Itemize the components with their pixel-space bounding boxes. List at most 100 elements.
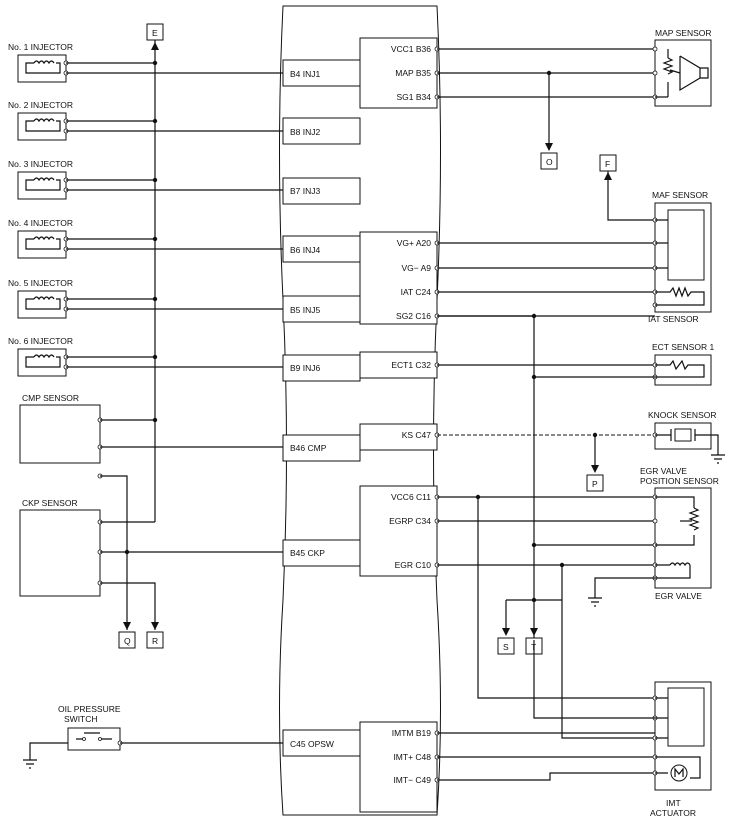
pin-label-opsw: C45 OPSW: [290, 739, 334, 749]
pin-label-imt-plus: IMT+ C48: [393, 752, 431, 762]
injector-2: No. 2 INJECTOR: [8, 100, 283, 141]
pin-box-cmp: [282, 434, 361, 462]
arrow-t: [530, 628, 538, 636]
connector-p-label: P: [592, 479, 598, 489]
oil-switch-label-1: OIL PRESSURE: [58, 704, 121, 714]
pin-label-vg-minus: VG− A9: [401, 263, 431, 273]
pin-box-inj6: [282, 354, 361, 382]
pin-box-ks: [359, 423, 438, 451]
pin-label-egr: EGR C10: [395, 560, 432, 570]
injector-3-label: No. 3 INJECTOR: [8, 159, 73, 169]
pin-label-inj1: B4 INJ1: [290, 69, 321, 79]
junction-o: [546, 70, 552, 76]
pin-box-opsw: [282, 729, 361, 757]
pin-box-egr: [359, 485, 438, 577]
pin-label-inj4: B6 INJ4: [290, 245, 321, 255]
injector-1-label: No. 1 INJECTOR: [8, 42, 73, 52]
map-sensor: MAP SENSOR: [434, 28, 712, 107]
junction-t: [531, 597, 537, 603]
wire-f: [607, 171, 655, 221]
connector-r-label: R: [152, 636, 158, 646]
cmp-sensor: CMP SENSOR: [19, 393, 283, 630]
pin-label-inj2: B8 INJ2: [290, 127, 321, 137]
injector-4-label: No. 4 INJECTOR: [8, 218, 73, 228]
junction-p: [592, 432, 598, 438]
pin-box-ect: [359, 351, 438, 379]
connector-q: [118, 631, 136, 649]
pin-box-map: [359, 37, 438, 109]
arrow-e: [151, 42, 159, 50]
connector-q-label: Q: [124, 636, 131, 646]
connector-r: [146, 631, 164, 649]
pin-box-maf: [359, 231, 438, 325]
arrow-q: [123, 622, 131, 630]
pin-label-map: MAP B35: [395, 68, 431, 78]
oil-pressure-switch: OIL PRESSURE SWITCH: [23, 704, 283, 769]
ect-sensor: ECT SENSOR 1: [434, 342, 714, 386]
pin-label-egrp: EGRP C34: [389, 516, 431, 526]
arrow-p: [591, 465, 599, 473]
pin-label-imt-minus: IMT− C49: [393, 775, 431, 785]
imt-label-1: IMT: [666, 798, 681, 808]
arrow-f: [604, 172, 612, 180]
pin-label-sg2: SG2 C16: [396, 311, 431, 321]
injector-5: No. 5 INJECTOR: [8, 278, 283, 319]
pin-label-iat: IAT C24: [401, 287, 432, 297]
pin-label-sg1: SG1 B34: [397, 92, 432, 102]
injector-1: No. 1 INJECTOR: [8, 42, 283, 83]
egr-pos-label-2: POSITION SENSOR: [640, 476, 719, 486]
imt-actuator: IMT ACTUATOR: [434, 497, 712, 818]
pin-box-ckp: [282, 539, 361, 567]
pin-label-inj6: B9 INJ6: [290, 363, 321, 373]
wire-sg2: [437, 315, 535, 640]
imt-label-2: ACTUATOR: [650, 808, 696, 818]
oil-switch-label-2: SWITCH: [64, 714, 98, 724]
pin-label-ks: KS C47: [402, 430, 432, 440]
ect-sensor-label: ECT SENSOR 1: [652, 342, 714, 352]
maf-sensor-label: MAF SENSOR: [652, 190, 708, 200]
iat-sensor-label: IAT SENSOR: [648, 314, 699, 324]
pin-label-inj5: B5 INJ5: [290, 305, 321, 315]
injector-5-label: No. 5 INJECTOR: [8, 278, 73, 288]
connector-o: [540, 152, 558, 170]
pin-box-inj5: [282, 295, 361, 323]
pin-label-vcc6: VCC6 C11: [391, 492, 431, 502]
ckp-sensor-label: CKP SENSOR: [22, 498, 78, 508]
arrow-o: [545, 143, 553, 151]
ckp-sensor: CKP SENSOR: [19, 498, 283, 630]
cmp-sensor-label: CMP SENSOR: [22, 393, 79, 403]
injector-6-label: No. 6 INJECTOR: [8, 336, 73, 346]
connector-s: [497, 637, 515, 655]
connector-o-label: O: [546, 157, 553, 167]
arrow-s: [502, 628, 510, 636]
injector-6: No. 6 INJECTOR: [8, 336, 283, 377]
pin-box-inj1: [282, 59, 361, 87]
pin-label-ckp: B45 CKP: [290, 548, 325, 558]
arrow-r: [151, 622, 159, 630]
pin-label-vg-plus: VG+ A20: [397, 238, 432, 248]
map-sensor-label: MAP SENSOR: [655, 28, 712, 38]
pin-label-inj3: B7 INJ3: [290, 186, 321, 196]
maf-sensor: MAF SENSOR IAT SENSOR: [434, 190, 712, 324]
connector-e-label: E: [152, 28, 158, 38]
connector-p: [586, 474, 604, 492]
pin-label-cmp: B46 CMP: [290, 443, 327, 453]
knock-sensor-label: KNOCK SENSOR: [648, 410, 717, 420]
pin-label-imtm: IMTM B19: [392, 728, 431, 738]
pin-box-inj2: [282, 117, 361, 145]
injector-4: No. 4 INJECTOR: [8, 218, 283, 259]
egr-pos-label-1: EGR VALVE: [640, 466, 687, 476]
connector-f-label: F: [605, 159, 610, 169]
knock-sensor: KNOCK SENSOR: [434, 410, 725, 464]
pin-box-inj3: [282, 177, 361, 205]
injector-3: No. 3 INJECTOR: [8, 159, 283, 200]
junction-egr: [559, 562, 565, 568]
injector-2-label: No. 2 INJECTOR: [8, 100, 73, 110]
pin-label-vcc1: VCC1 B36: [391, 44, 431, 54]
pin-box-imt: [359, 721, 438, 813]
junction-sg2: [531, 313, 537, 319]
egr-valve: EGR VALVE POSITION SENSOR EGR VALVE: [434, 466, 719, 607]
connector-s-label: S: [503, 642, 509, 652]
pin-label-ect1: ECT1 C32: [391, 360, 431, 370]
